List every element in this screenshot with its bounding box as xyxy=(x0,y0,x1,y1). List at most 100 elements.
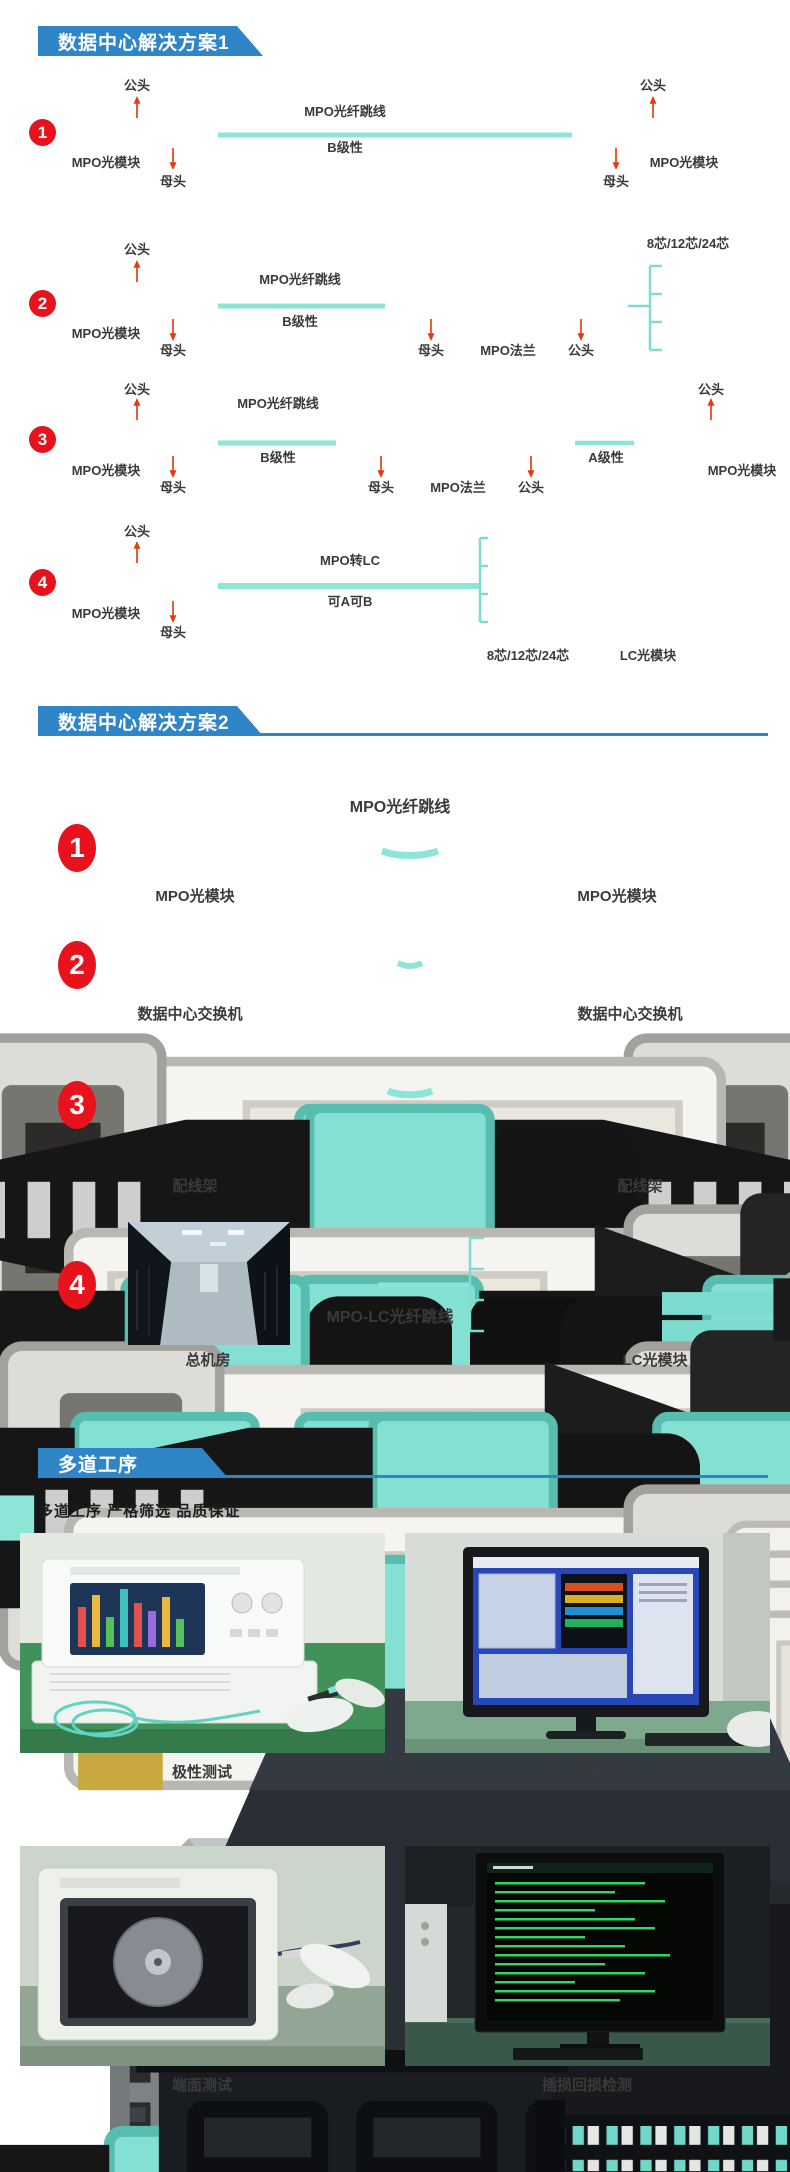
arrow-down-icon xyxy=(611,148,621,170)
fiber-cable xyxy=(396,960,424,969)
section3-banner-title: 多道工序 xyxy=(58,1454,139,1476)
step-marker: 3 xyxy=(29,426,56,453)
panel-caption: 配线架 xyxy=(172,1178,218,1195)
switch-caption: 数据中心交换机 xyxy=(577,1006,683,1023)
server-room-caption: 总机房 xyxy=(185,1352,231,1369)
female-connector-label: 母头 xyxy=(159,343,187,358)
module-caption: LC光模块 xyxy=(619,648,677,663)
step-marker: 1 xyxy=(58,824,96,872)
3d-test-graphic xyxy=(405,1533,770,1753)
section2-banner-title: 数据中心解决方案2 xyxy=(58,712,230,734)
step-marker: 4 xyxy=(29,569,56,596)
module-caption: MPO光模块 xyxy=(155,888,235,905)
polarity-label: B级性 xyxy=(282,314,318,329)
fiber-cable xyxy=(386,1087,434,1099)
module-caption: MPO光模块 xyxy=(71,606,141,621)
s2-row4-graphic xyxy=(128,1222,484,1345)
fiber-cable xyxy=(380,847,440,859)
fanout-caption: 8芯/12芯/24芯 xyxy=(486,648,570,663)
female-connector-label: 母头 xyxy=(367,480,395,495)
photo-caption: 极性测试 xyxy=(171,1764,233,1781)
male-connector-label: 公头 xyxy=(639,78,667,93)
step-marker: 4 xyxy=(58,1261,96,1309)
cable-name-label: MPO-LC光纤跳线 xyxy=(326,1309,454,1326)
module-caption: MPO光模块 xyxy=(71,326,141,341)
arrow-up-icon xyxy=(132,260,142,282)
adapter-caption: MPO法兰 xyxy=(480,343,536,358)
photo-caption: 3D测试 xyxy=(562,1764,612,1781)
s1-row2-graphic xyxy=(0,260,790,1547)
module-caption: MPO光模块 xyxy=(71,155,141,170)
section3-banner: 多道工序 xyxy=(38,1448,228,1478)
step-marker: 1 xyxy=(29,119,56,146)
fanout-cable xyxy=(468,1236,484,1333)
arrow-down-icon xyxy=(168,456,178,478)
section3-banner-line xyxy=(38,1475,768,1478)
arrow-down-icon xyxy=(168,601,178,623)
endface-test-photo xyxy=(20,1846,385,2066)
server-room-photo xyxy=(128,1222,290,1345)
male-connector-label: 公头 xyxy=(123,78,151,93)
polarity-label: B级性 xyxy=(327,140,363,155)
female-connector-label: 母头 xyxy=(602,174,630,189)
polarity-label: B级性 xyxy=(260,450,296,465)
arrow-down-icon xyxy=(376,456,386,478)
section2-banner: 数据中心解决方案2 xyxy=(38,706,263,736)
cable-name-label: MPO光纤跳线 xyxy=(259,272,341,287)
endface-test-graphic xyxy=(20,1846,385,2066)
adapter-caption: MPO法兰 xyxy=(430,480,486,495)
s1-row4-graphic xyxy=(69,536,790,1809)
female-connector-label: 母头 xyxy=(159,480,187,495)
photo-caption: 端面测试 xyxy=(171,2077,233,2094)
fanout-caption: 8芯/12芯/24芯 xyxy=(646,236,730,251)
cable-name-label: MPO光纤跳线 xyxy=(304,104,386,119)
arrow-up-icon xyxy=(648,96,658,118)
male-connector-label: 公头 xyxy=(567,343,595,358)
s2-row1-graphic xyxy=(380,847,440,859)
step-marker: 2 xyxy=(58,941,96,989)
loss-test-graphic xyxy=(405,1846,770,2066)
arrow-down-icon xyxy=(526,456,536,478)
loss-test-photo xyxy=(405,1846,770,2066)
section1-banner: 数据中心解决方案1 xyxy=(38,26,263,56)
fanout-cable xyxy=(478,536,488,624)
arrow-up-icon xyxy=(132,398,142,420)
arrow-down-icon xyxy=(426,319,436,341)
female-connector-label: 母头 xyxy=(159,625,187,640)
polarity-label: A级性 xyxy=(588,450,624,465)
photo-caption: 插损回损检测 xyxy=(541,2077,633,2094)
female-connector-label: 母头 xyxy=(159,174,187,189)
female-connector-label: 母头 xyxy=(417,343,445,358)
section1-banner-title: 数据中心解决方案1 xyxy=(58,32,230,54)
cable-name-label: MPO转LC xyxy=(320,553,380,568)
step-marker: 2 xyxy=(29,290,56,317)
module-caption: LC光模块 xyxy=(622,1352,688,1369)
module-caption: MPO光模块 xyxy=(649,155,719,170)
male-connector-label: 公头 xyxy=(123,242,151,257)
fanout-cable xyxy=(628,264,662,352)
arrow-down-icon xyxy=(168,319,178,341)
3d-test-photo xyxy=(405,1533,770,1753)
male-connector-label: 公头 xyxy=(123,382,151,397)
arrow-up-icon xyxy=(706,398,716,420)
module-caption: MPO光模块 xyxy=(577,888,657,905)
male-connector-label: 公头 xyxy=(517,480,545,495)
polarity-test-photo xyxy=(20,1533,385,1753)
arrow-up-icon xyxy=(132,541,142,563)
s1-row1-graphic xyxy=(0,96,790,1358)
male-connector-label: 公头 xyxy=(697,382,725,397)
s2-row2-graphic xyxy=(0,960,790,2172)
male-connector-label: 公头 xyxy=(123,524,151,539)
panel-caption: 配线架 xyxy=(617,1178,663,1195)
cable-name-label: MPO光纤跳线 xyxy=(349,799,451,816)
module-caption: MPO光模块 xyxy=(71,463,141,478)
arrow-down-icon xyxy=(576,319,586,341)
module-caption: MPO光模块 xyxy=(707,463,777,478)
switch-caption: 数据中心交换机 xyxy=(137,1006,243,1023)
cable-name-label: MPO光纤跳线 xyxy=(237,396,319,411)
s2-row3-graphic xyxy=(0,1087,790,2172)
section2-banner-line xyxy=(38,733,768,736)
polarity-test-graphic xyxy=(20,1533,385,1753)
